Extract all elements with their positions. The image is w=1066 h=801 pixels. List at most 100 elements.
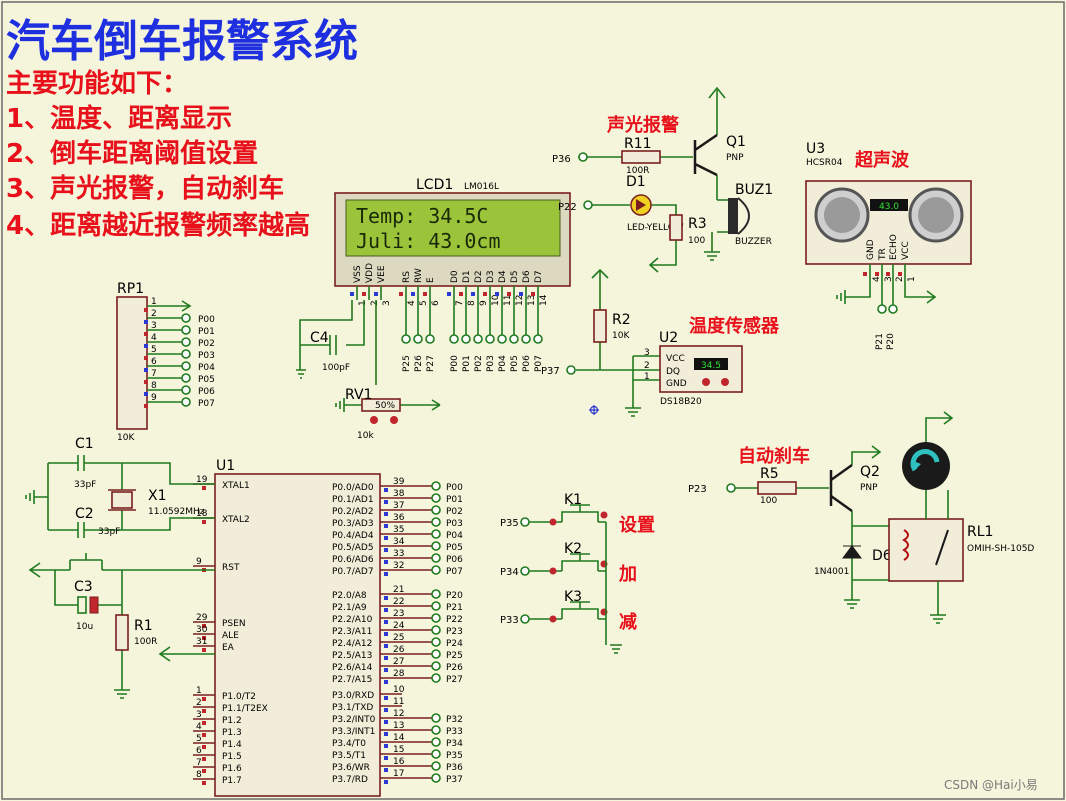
ultrasonic-sensor[interactable]	[805, 180, 972, 265]
mcu-pin-name-l10: P1.4	[222, 740, 242, 750]
mcu-net-r23: P37	[446, 775, 463, 785]
mcu-pin-num-r11: 24	[393, 621, 405, 631]
buz-value: BUZZER	[735, 237, 772, 247]
mcu-pin-name-r21: P3.5/T1	[332, 751, 366, 761]
relay-ref: RL1	[967, 524, 993, 540]
buz-ref: BUZ1	[735, 182, 773, 198]
lcd-pins: VSS1VDD2VEE3RS4RW5E6D07D18D29D310D411D51…	[350, 263, 549, 335]
mcu-pin-num-r16: 10	[393, 685, 405, 695]
mcu-net-r20: P34	[446, 739, 463, 749]
u2-pin-num-1: 1	[644, 372, 650, 382]
rp1-net-0: P00	[198, 315, 215, 325]
mcu-net-r6: P06	[446, 555, 463, 565]
r11-resistor[interactable]	[621, 150, 661, 164]
rv1-value: 10k	[357, 431, 374, 441]
rp1-pin-5: 5	[151, 345, 157, 355]
rp1-resistor-pack[interactable]	[116, 296, 148, 430]
rv1-potentiometer[interactable]	[361, 398, 401, 412]
mcu-net-r1: P01	[446, 495, 463, 505]
rp1-net-2: P02	[198, 339, 215, 349]
u2-pin-num-3: 3	[644, 348, 650, 358]
mcu-pin-name-l0: XTAL1	[222, 481, 250, 491]
mcu-pin-name-r5: P0.5/AD5	[332, 543, 374, 553]
lcd-pin-num-8: 8	[467, 300, 477, 306]
q1-net: P36	[552, 154, 571, 165]
u3-net-2: P20	[886, 333, 896, 350]
mcu-pin-name-l1: XTAL2	[222, 515, 250, 525]
r1-resistor[interactable]	[115, 614, 129, 651]
mcu-pin-num-l3: 29	[196, 613, 208, 623]
u3-display: 43.0	[879, 202, 899, 212]
mcu-pin-name-r8: P2.0/A8	[332, 591, 367, 601]
lcd-pin-num-2: 2	[370, 300, 380, 306]
mcu-pin-name-r3: P0.3/AD3	[332, 519, 374, 529]
relay-rl1[interactable]	[888, 518, 964, 582]
rp1-ref: RP1	[117, 281, 144, 297]
mcu-pin-num-r5: 34	[393, 537, 405, 547]
r2-value: 10K	[612, 331, 630, 341]
mcu-net-r10: P22	[446, 615, 463, 625]
lcd-pin-3: VEE	[377, 265, 387, 283]
c1-value: 33pF	[74, 480, 96, 490]
c4-ref: C4	[310, 330, 329, 346]
u3-ref: U3	[806, 141, 825, 157]
key-minus-label: 减	[619, 611, 637, 633]
d6-diode[interactable]	[842, 545, 862, 559]
rp1-pin-1: 1	[151, 297, 157, 307]
mcu-net-r13: P25	[446, 651, 463, 661]
rp1-pin-4: 4	[151, 333, 157, 343]
motor[interactable]	[902, 442, 950, 490]
q2-transistor[interactable]	[829, 463, 853, 513]
mcu-u1[interactable]	[214, 473, 381, 797]
key-ref-2: K2	[564, 541, 582, 557]
mcu-pin-num-r8: 21	[393, 585, 404, 595]
r3-value: 100	[688, 236, 705, 246]
key-3	[529, 601, 606, 620]
ultrasonic-label: 超声波	[855, 149, 910, 171]
r2-resistor[interactable]	[593, 309, 607, 343]
c2-value: 33pF	[98, 527, 120, 537]
u2-pin-dq: DQ	[666, 367, 680, 377]
mcu-net-r9: P21	[446, 603, 463, 613]
r5-resistor[interactable]	[757, 481, 797, 495]
mcu-pin-num-r22: 16	[393, 757, 405, 767]
lcd-module[interactable]: Temp: 34.5C Juli: 43.0cm	[334, 192, 571, 287]
r3-resistor[interactable]	[669, 214, 683, 241]
mcu-pin-num-l1: 18	[196, 509, 208, 519]
c2-ref: C2	[75, 506, 94, 522]
lcd-terminal-0: P25	[402, 355, 412, 372]
lcd-line-2: Juli: 43.0cm	[356, 229, 501, 253]
mcu-net-r11: P23	[446, 627, 463, 637]
mcu-pin-name-l12: P1.6	[222, 764, 242, 774]
mcu-left-pins: 19XTAL118XTAL29RST29PSEN30ALE31EA1P1.0/T…	[193, 475, 268, 786]
crystal-x1[interactable]	[111, 491, 133, 509]
page-title: 汽车倒车报警系统	[6, 16, 358, 67]
mcu-pin-name-r20: P3.4/T0	[332, 739, 366, 749]
mcu-pin-num-r17: 11	[393, 697, 404, 707]
lcd-terminal-8: P05	[510, 355, 520, 372]
key-1	[529, 504, 606, 523]
q1-transistor[interactable]	[693, 133, 718, 177]
mcu-pin-num-r13: 26	[393, 645, 405, 655]
alarm-label: 声光报警	[606, 114, 679, 136]
mcu-pin-name-l3: PSEN	[222, 619, 246, 629]
relay-model: OMIH-SH-105D	[967, 544, 1034, 554]
buzzer[interactable]	[728, 198, 738, 234]
r1-value: 100R	[134, 637, 157, 647]
mcu-pin-name-l4: ALE	[222, 631, 239, 641]
mcu-pin-num-r9: 22	[393, 597, 404, 607]
u3-net-1: P21	[875, 333, 885, 350]
rp1-net-4: P04	[198, 363, 215, 373]
mcu-pin-num-r4: 35	[393, 525, 404, 535]
rp1-pin-6: 6	[151, 357, 157, 367]
mcu-pin-num-l2: 9	[196, 557, 202, 567]
d1-ref: D1	[626, 174, 646, 190]
mcu-pin-name-r12: P2.4/A12	[332, 639, 372, 649]
x1-value: 11.0592MHz	[148, 507, 205, 517]
mcu-pin-num-l7: 2	[196, 698, 202, 708]
mcu-pin-name-r14: P2.6/A14	[332, 663, 373, 673]
mcu-net-r14: P26	[446, 663, 463, 673]
lcd-pin-6: E	[426, 277, 436, 283]
